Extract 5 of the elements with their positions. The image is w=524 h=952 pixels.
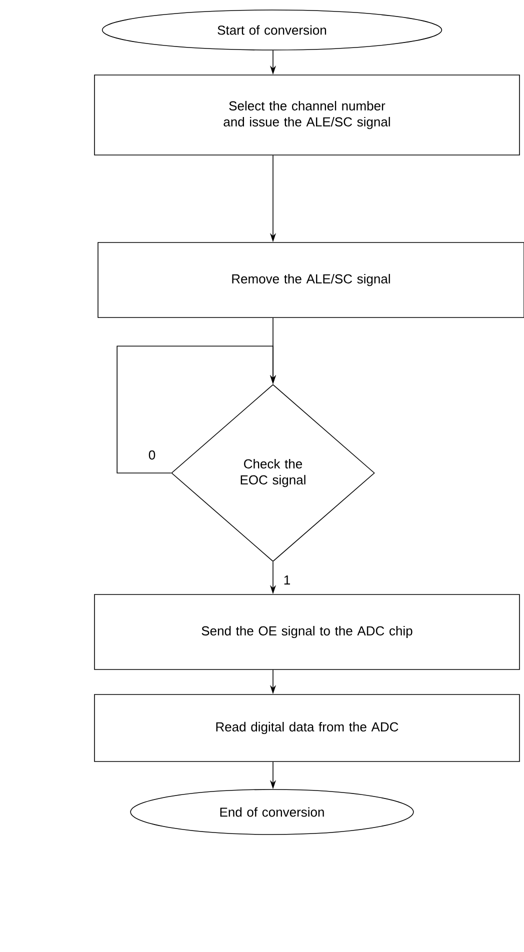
process-box: Remove the ALE/SC signal (98, 242, 524, 318)
process-box: Send the OE signal to the ADC chip (94, 594, 520, 670)
arrow (116, 346, 276, 474)
process-box: Read digital data from the ADC (94, 694, 520, 762)
process-box: Select the channel number and issue the ALE/SC signal (94, 74, 520, 156)
